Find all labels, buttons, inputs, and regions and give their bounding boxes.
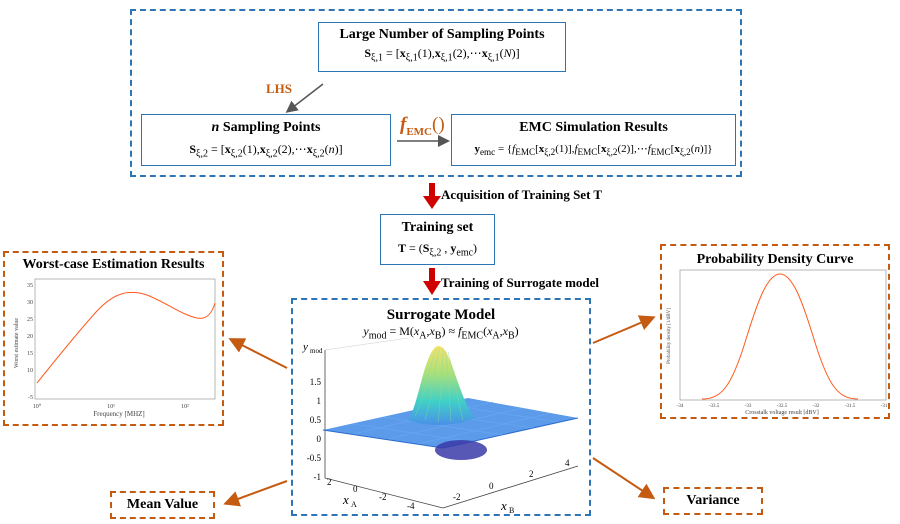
large-sampling-box: Large Number of Sampling Points Sξ,1 = […	[318, 22, 566, 72]
svg-text:2: 2	[327, 477, 332, 487]
training-arrow-icon	[423, 268, 441, 295]
svg-text:35: 35	[27, 283, 33, 289]
training-label: Training of Surrogate model	[441, 275, 600, 290]
arrow-to-pdf	[592, 315, 656, 344]
pdf-title: Probability Density Curve	[696, 252, 854, 267]
svg-text:0: 0	[353, 484, 358, 494]
svg-text:-2: -2	[379, 492, 387, 502]
surrogate-model-frame: Surrogate Model ymod = M(xA,xB) ≈ fEMC(x…	[291, 298, 591, 516]
svg-text:25: 25	[27, 317, 33, 323]
pdf-xlabel: Crosstalk voltage result [dBV]	[745, 410, 819, 416]
pdf-chart: Probability density [1/dBV] -34 -33.5 -3…	[667, 269, 888, 416]
svg-text:-31: -31	[881, 404, 888, 409]
svg-text:-0.5: -0.5	[307, 453, 322, 463]
worst-case-curve	[36, 291, 216, 384]
svg-text:0: 0	[317, 434, 322, 444]
training-set-formula: T = (Sξ,2 , yemc)	[397, 241, 478, 259]
svg-text:0: 0	[489, 481, 494, 491]
svg-text:A: A	[351, 500, 357, 509]
svg-text:4: 4	[565, 458, 570, 468]
svg-text:-5: -5	[28, 395, 33, 401]
svg-text:2: 2	[529, 469, 534, 479]
surrogate-b-ticks: -2 0 2 4	[453, 458, 570, 502]
svg-text:10¹: 10¹	[107, 404, 115, 410]
pdf-curve	[701, 273, 859, 400]
arrow-to-variance	[592, 457, 656, 500]
training-set-box: Training set T = (Sξ,2 , yemc)	[380, 214, 495, 265]
svg-text:-31.5: -31.5	[845, 404, 856, 409]
svg-text:-4: -4	[407, 501, 415, 511]
lhs-label: LHS	[266, 81, 293, 96]
svg-text:-33: -33	[745, 404, 752, 409]
n-sampling-title: n Sampling Points	[211, 120, 321, 135]
svg-text:0.5: 0.5	[310, 415, 322, 425]
svg-text:mod: mod	[310, 347, 323, 355]
svg-text:10²: 10²	[181, 404, 189, 410]
surrogate-title: Surrogate Model	[386, 307, 496, 323]
svg-text:-2: -2	[453, 492, 461, 502]
n-sampling-formula: Sξ,2 = [xξ,2(1),xξ,2(2),⋯xξ,2(n)]	[189, 142, 343, 160]
svg-text:-1: -1	[314, 472, 322, 482]
lhs-arrow	[285, 83, 324, 113]
surrogate-xlabel-b: x	[500, 498, 507, 513]
svg-text:20: 20	[27, 334, 33, 340]
acquisition-label: Acquisition of Training Set T	[441, 187, 603, 202]
variance-label: Variance	[686, 493, 740, 508]
svg-text:10: 10	[27, 368, 33, 374]
large-sampling-title: Large Number of Sampling Points	[339, 27, 545, 42]
svg-text:10⁰: 10⁰	[33, 403, 42, 410]
arrow-to-worst-case	[228, 338, 288, 369]
worst-case-chart: 35 30 25 20 15 10 -5 10⁰ 10¹ 10² Frequen…	[14, 278, 216, 418]
emc-results-formula: yemc = {fEMC[xξ,2(1)],fEMC[xξ,2(2)],⋯fEM…	[474, 143, 713, 158]
emc-results-box: EMC Simulation Results yemc = {fEMC[xξ,2…	[451, 114, 736, 166]
surrogate-formula: ymod = M(xA,xB) ≈ fEMC(xA,xB)	[363, 324, 519, 342]
svg-text:1: 1	[317, 396, 322, 406]
acquisition-arrow-icon	[423, 183, 441, 209]
worst-case-frame: Worst-case Estimation Results	[3, 251, 224, 426]
n-sampling-box: n Sampling Points Sξ,2 = [xξ,2(1),xξ,2(2…	[141, 114, 391, 166]
variance-box: Variance	[663, 487, 763, 515]
surrogate-ylabel: y	[302, 341, 308, 353]
training-set-title: Training set	[401, 220, 474, 235]
worst-case-ylabel: Worst estimate value	[14, 318, 20, 369]
mean-value-label: Mean Value	[126, 497, 199, 512]
svg-text:-34: -34	[677, 404, 684, 409]
svg-text:30: 30	[27, 300, 33, 306]
large-sampling-formula: Sξ,1 = [xξ,1(1),xξ,1(2),⋯xξ,1(N)]	[364, 46, 520, 64]
pdf-x-ticks: -34 -33.5 -33 -32.5 -32 -31.5 -31	[677, 404, 888, 409]
worst-case-x-ticks: 10⁰ 10¹ 10²	[33, 403, 189, 410]
surrogate-z-ticks: 1.5 1 0.5 0 -0.5 -1	[307, 377, 322, 482]
svg-text:15: 15	[27, 351, 33, 357]
pdf-ylabel: Probability density [1/dBV]	[667, 308, 672, 364]
arrow-to-mean	[223, 480, 288, 507]
svg-text:1.5: 1.5	[310, 377, 322, 387]
svg-text:-32: -32	[813, 404, 820, 409]
femc-label: fEMC()	[400, 114, 445, 138]
surrogate-surface-plot: y mod 1.5 1 0.5 0 -0.5 -1 2 0 -2 -4 -2 0…	[302, 338, 579, 514]
worst-case-y-ticks: 35 30 25 20 15 10 -5	[27, 283, 33, 401]
emc-results-title: EMC Simulation Results	[519, 120, 668, 135]
surrogate-a-ticks: 2 0 -2 -4	[327, 477, 415, 511]
sampling-process-frame	[130, 9, 742, 177]
svg-text:-32.5: -32.5	[777, 404, 788, 409]
pdf-frame: Probability Density Curve	[660, 244, 890, 419]
worst-case-title: Worst-case Estimation Results	[22, 257, 205, 272]
surrogate-xlabel-a: x	[342, 492, 349, 507]
svg-text:B: B	[509, 506, 514, 514]
mean-value-box: Mean Value	[110, 491, 215, 519]
worst-case-xlabel: Frequency [MHZ]	[93, 410, 145, 418]
svg-text:-33.5: -33.5	[709, 404, 720, 409]
